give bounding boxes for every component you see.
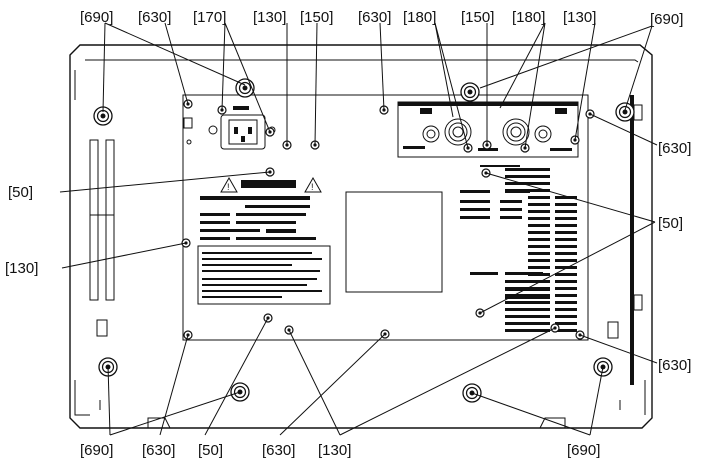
mounting-screw-icon [593,357,613,377]
mounting-screw-icon [460,82,480,102]
label-top-170: [170] [193,9,226,26]
label-top-180-a: [180] [403,9,436,26]
screw-icon [570,135,580,145]
label-right-630-b: [630] [658,357,691,374]
callout-labels: [690] [630] [170] [130] [150] [630] [180… [5,9,691,459]
label-left-50: [50] [8,184,33,201]
ventilation-grille [460,168,577,332]
label-top-690-a: [690] [80,9,113,26]
label-top-690-b: [690] [650,11,683,28]
label-bottom-630-b: [630] [262,442,295,459]
back-plate: ! ! [182,94,589,341]
leader-lines [59,22,658,436]
label-top-130-a: [130] [253,9,286,26]
label-bottom-630-a: [630] [142,442,175,459]
label-top-630-b: [630] [358,9,391,26]
label-top-130-b: [130] [563,9,596,26]
label-right-50: [50] [658,215,683,232]
label-top-150-b: [150] [461,9,494,26]
svg-text:!: ! [311,182,314,192]
mounting-screw-icon [615,102,635,122]
label-bottom-130: [130] [318,442,351,459]
warning-label: ! ! [197,176,331,305]
label-top-630-a: [630] [138,9,171,26]
label-bottom-690-a: [690] [80,442,113,459]
blank-plate [345,191,443,293]
label-bottom-690-b: [690] [567,442,600,459]
label-right-630-a: [630] [658,140,691,157]
svg-text:!: ! [227,182,230,192]
label-top-180-b: [180] [512,9,545,26]
label-top-150-a: [150] [300,9,333,26]
label-left-130: [130] [5,260,38,277]
mounting-screw-icon [93,106,113,126]
label-bottom-50: [50] [198,442,223,459]
